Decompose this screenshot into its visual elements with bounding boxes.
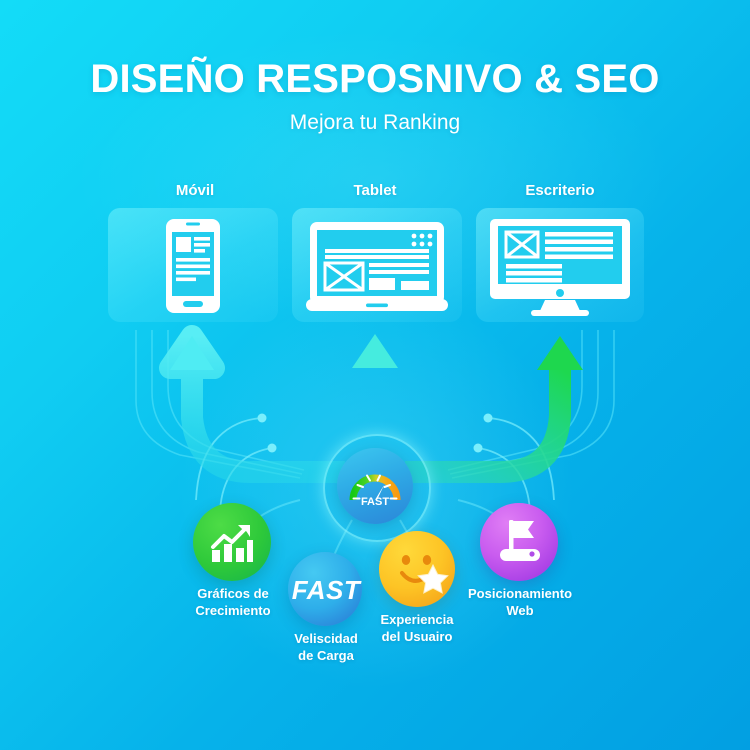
growth-bar-chart-icon [211, 525, 253, 562]
arrow-head-desktop [537, 336, 583, 370]
desktop-monitor-icon [490, 219, 630, 316]
page-title: DISEÑO RESPOSNIVO & SEO [90, 57, 660, 101]
feature-user-experience[interactable]: Experiencia del Usuairo [379, 531, 457, 644]
arrow-to-mobile [159, 325, 345, 483]
page-subtitle: Mejora tu Ranking [289, 111, 461, 134]
position-label: Posicionamiento Web [448, 585, 592, 619]
smiley-face-star-icon [400, 555, 449, 594]
speed-label-line1: Veliscidad [294, 631, 358, 646]
arrow-head-tablet [352, 334, 398, 368]
position-label-line2: Web [506, 603, 534, 618]
arrow-head-mobile [170, 336, 214, 370]
tablet-icon [306, 222, 448, 311]
growth-label-line1: Gráficos de [197, 586, 269, 601]
arrow-to-desktop [405, 368, 571, 483]
feature-growth-charts[interactable]: Gráficos de Crecimiento [193, 503, 273, 618]
speed-icon-circle [288, 552, 362, 626]
speed-label: Veliscidad de Carga [271, 630, 381, 664]
position-label-line1: Posicionamiento [467, 586, 573, 601]
mobile-phone-icon [166, 219, 220, 313]
ux-label-line2: del Usuairo [381, 629, 453, 644]
gauge-label: FAST [361, 496, 389, 508]
header: DISEÑO RESPOSNIVO & SEO Mejora tu Rankin… [0, 56, 750, 136]
ux-label-line1: Experiencia [380, 612, 454, 627]
growth-label: Gráficos de Crecimiento [174, 585, 292, 619]
device-label-tablet: Tablet [353, 182, 397, 199]
position-icon-circle [480, 503, 558, 581]
speed-gauge-hub[interactable]: FAST [323, 434, 431, 542]
device-label-desktop: Escriterio [525, 182, 595, 199]
ux-label: Experiencia del Usuairo [359, 611, 475, 645]
speed-label-line2: de Carga [298, 648, 354, 663]
feature-load-speed[interactable]: FAST Veliscidad de Carga [288, 552, 364, 663]
device-label-mobile: Móvil [175, 182, 215, 199]
device-panel-mobile[interactable] [108, 208, 278, 322]
feature-web-positioning[interactable]: Posicionamiento Web [468, 503, 572, 618]
hub-glow-ring [323, 434, 431, 542]
smiley-icon-circle [379, 531, 455, 607]
device-panel-desktop[interactable] [476, 208, 644, 322]
flag-position-icon [500, 520, 540, 561]
speedometer-gauge-icon: FAST [349, 474, 401, 508]
growth-label-line2: Crecimiento [195, 603, 271, 618]
hub-circle [337, 448, 413, 524]
device-panel-tablet[interactable] [292, 208, 462, 322]
fast-speed-icon: FAST [291, 575, 361, 605]
